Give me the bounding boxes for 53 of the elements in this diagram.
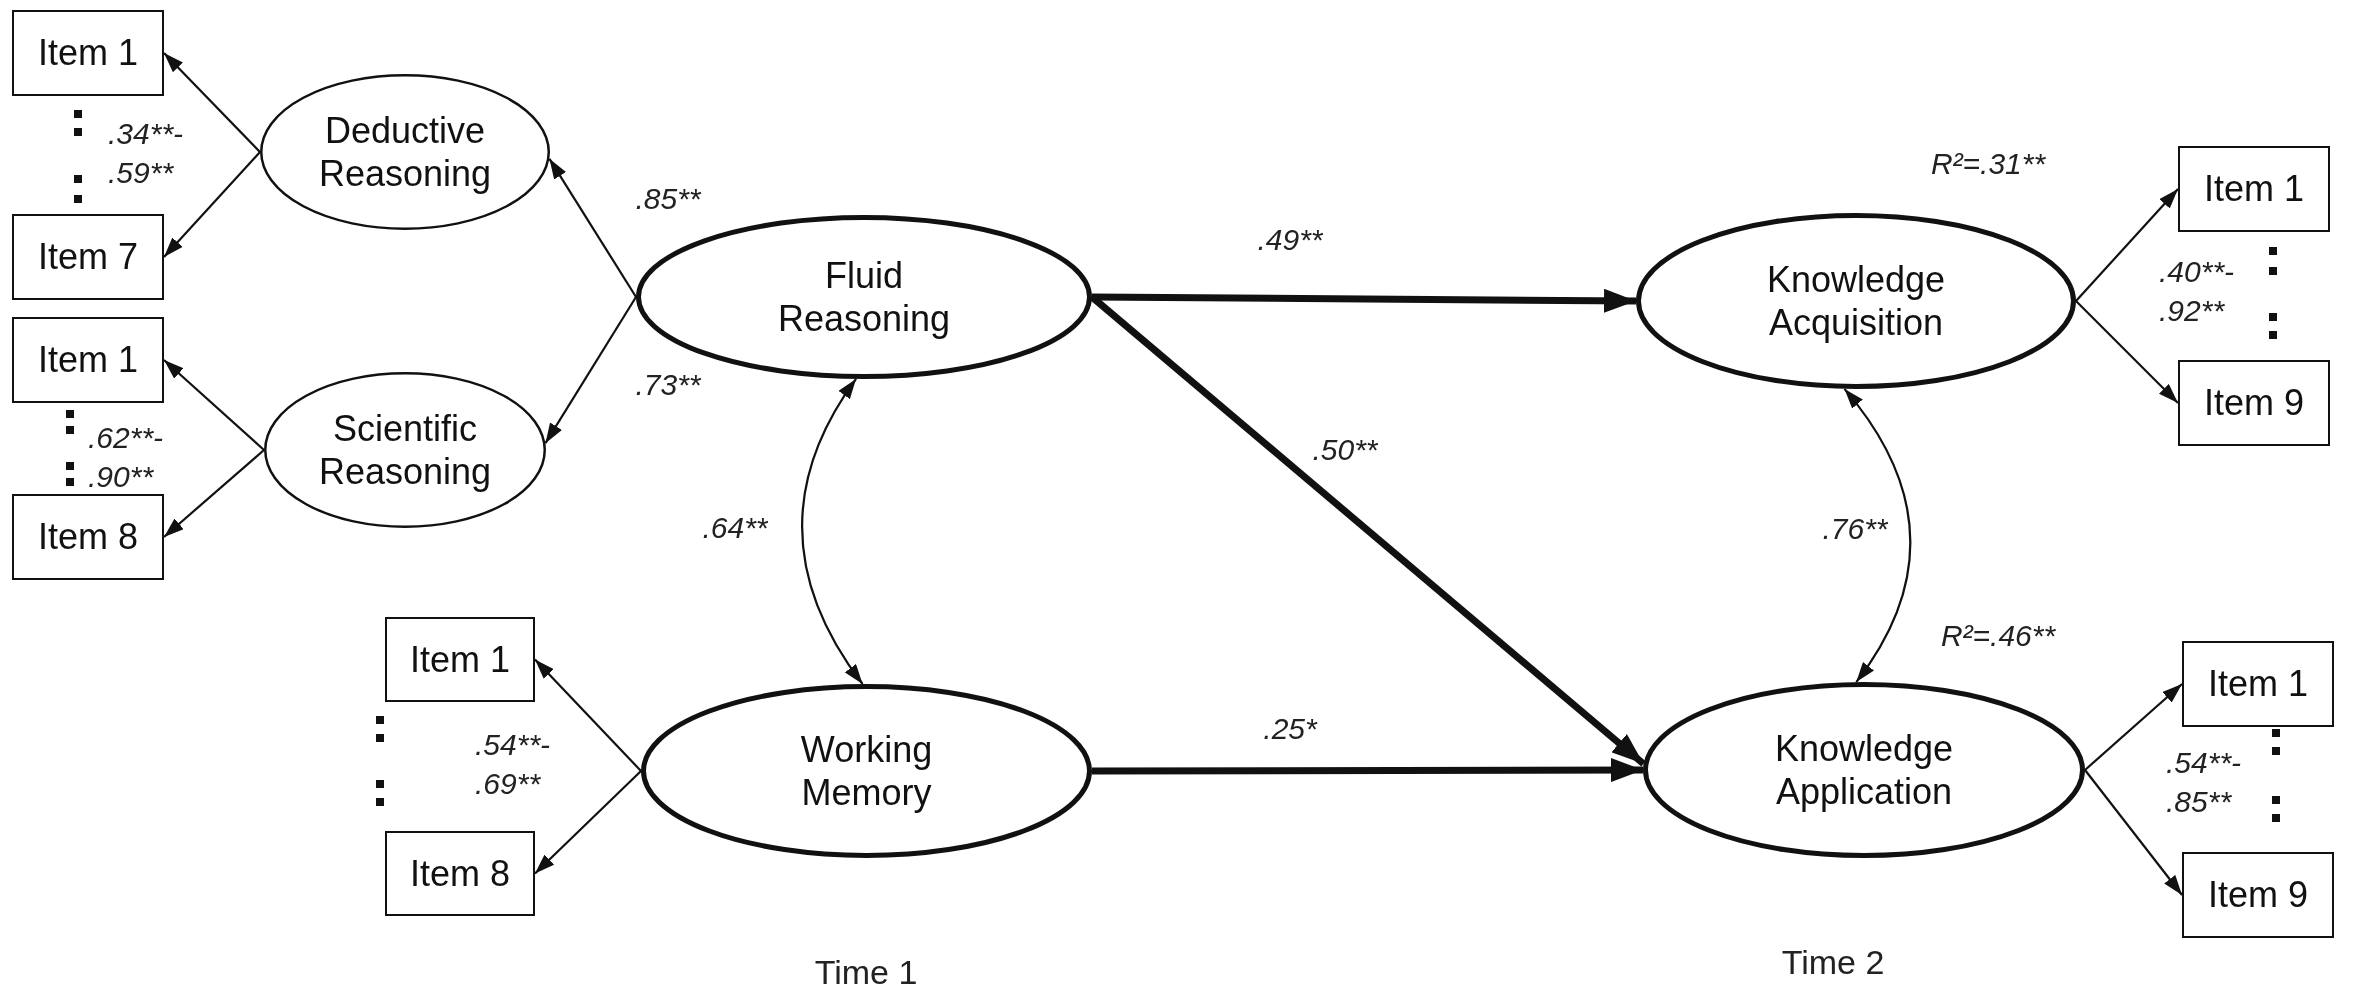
item-label: Item 9	[2203, 381, 2304, 425]
item-box	[12, 214, 164, 300]
variable-name: Working Memory	[800, 727, 933, 815]
loading-range-label: .54**- .69**	[475, 727, 551, 802]
loading-range-label: .34**- .59**	[108, 116, 184, 191]
arrow	[2075, 188, 2179, 302]
item-label: Item 8	[409, 851, 510, 896]
latent-variable-ellipse	[641, 684, 1092, 858]
arrow	[548, 158, 637, 298]
arrow	[2084, 769, 2183, 896]
arrow	[534, 770, 642, 875]
variable-name: Scientific Reasoning	[318, 406, 492, 494]
arrow	[163, 359, 265, 451]
arrow	[2075, 300, 2179, 404]
variable-name: Deductive Reasoning	[318, 108, 492, 196]
item-label: Item 8	[37, 515, 138, 559]
variable-name: Fluid Reasoning	[777, 253, 951, 341]
item-label: Item 1	[2207, 662, 2308, 706]
item-box	[2178, 360, 2330, 446]
item-box	[2182, 641, 2334, 727]
arrow	[1091, 288, 1637, 313]
item-label: Item 9	[2207, 873, 2308, 917]
variable-name: Knowledge Application	[1774, 726, 1954, 814]
latent-variable-ellipse	[1636, 213, 2076, 389]
item-box	[12, 10, 164, 96]
loading-range-label: .62**- .90**	[88, 420, 164, 495]
item-box	[385, 617, 535, 702]
arrow	[2084, 683, 2183, 771]
variable-name: Knowledge Acquisition	[1766, 257, 1946, 345]
arrow	[163, 52, 261, 153]
item-box	[2182, 852, 2334, 938]
loading-range-label: .40**- .92**	[2159, 254, 2235, 329]
time-label: Time 2	[1781, 941, 1885, 983]
loading-range-label: .54**- .85**	[2166, 745, 2242, 820]
item-label: Item 1	[2203, 167, 2304, 211]
item-box	[385, 831, 535, 916]
latent-variable-ellipse	[1643, 682, 2085, 858]
item-box	[12, 317, 164, 403]
time-label: Time 1	[814, 951, 918, 993]
latent-variable-ellipse	[264, 372, 546, 528]
arrow	[544, 296, 637, 444]
item-box	[2178, 146, 2330, 232]
item-label: Item 1	[37, 338, 138, 382]
latent-variable-ellipse	[260, 74, 550, 230]
double-headed-arrow	[801, 378, 864, 685]
item-label: Item 1	[409, 637, 510, 682]
arrow	[534, 658, 642, 772]
arrow	[163, 151, 261, 258]
arrow	[163, 449, 265, 538]
item-label: Item 7	[37, 235, 138, 279]
double-headed-arrow	[1843, 388, 1912, 683]
item-box	[12, 494, 164, 580]
item-label: Item 1	[37, 31, 138, 75]
